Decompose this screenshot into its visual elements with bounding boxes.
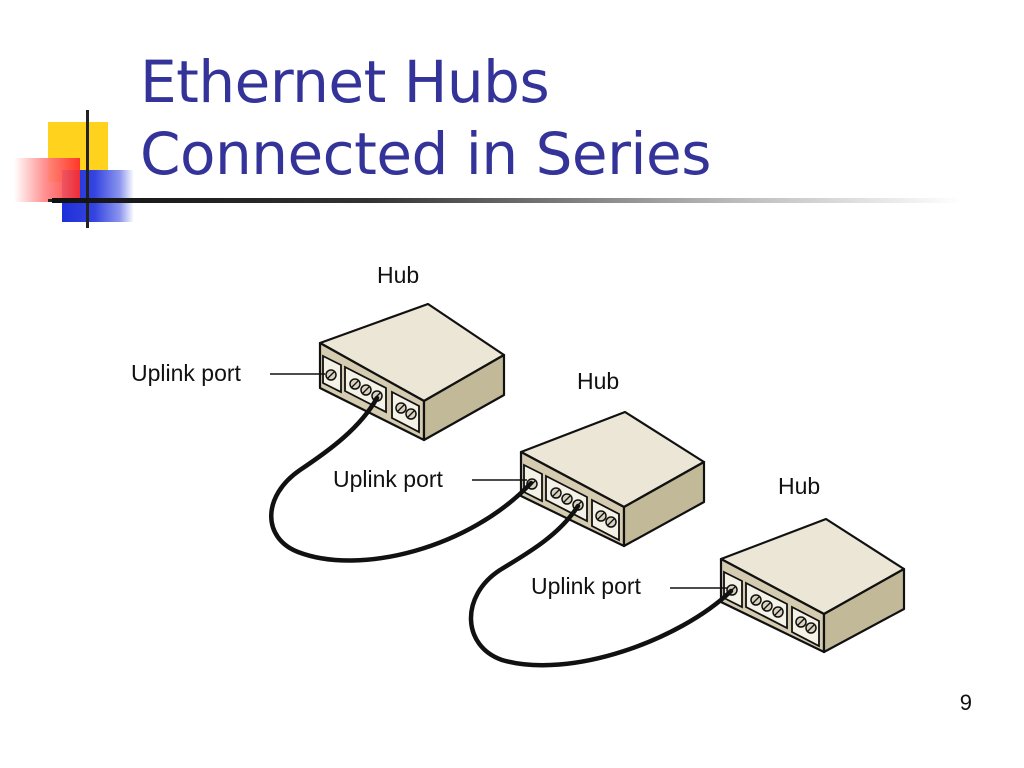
slide-title: Ethernet Hubs Connected in Series [140,46,711,190]
hub-1-port-pair [391,390,420,434]
hub-3-port-pair [791,605,820,648]
decorative-red-square [14,158,80,202]
uplink-port-label-1: Uplink port [131,360,242,386]
hub-1-side [422,353,506,442]
slide-title-line-2: Connected in Series [140,120,711,188]
page-number: 9 [959,690,972,715]
decorative-vertical-line [86,110,89,228]
slide-title-line-1: Ethernet Hubs [140,48,550,116]
uplink-port-label-3: Uplink port [531,573,642,599]
hub-3 [719,517,906,654]
hub-2-label: Hub [577,368,619,394]
cable-hub1-to-hub2 [269,395,534,563]
hub-3-port-group [745,581,788,630]
hub-2-side [622,460,706,548]
hub-1-label: Hub [377,262,419,288]
hub-2 [519,410,706,548]
hub-3-side [822,567,906,654]
hub-2-port-pair [591,498,620,542]
hub-1 [318,302,506,442]
uplink-port-label-2: Uplink port [333,466,444,492]
cable-hub2-to-hub3 [468,503,734,668]
title-underline [52,198,962,203]
hub-3-label: Hub [778,473,820,499]
